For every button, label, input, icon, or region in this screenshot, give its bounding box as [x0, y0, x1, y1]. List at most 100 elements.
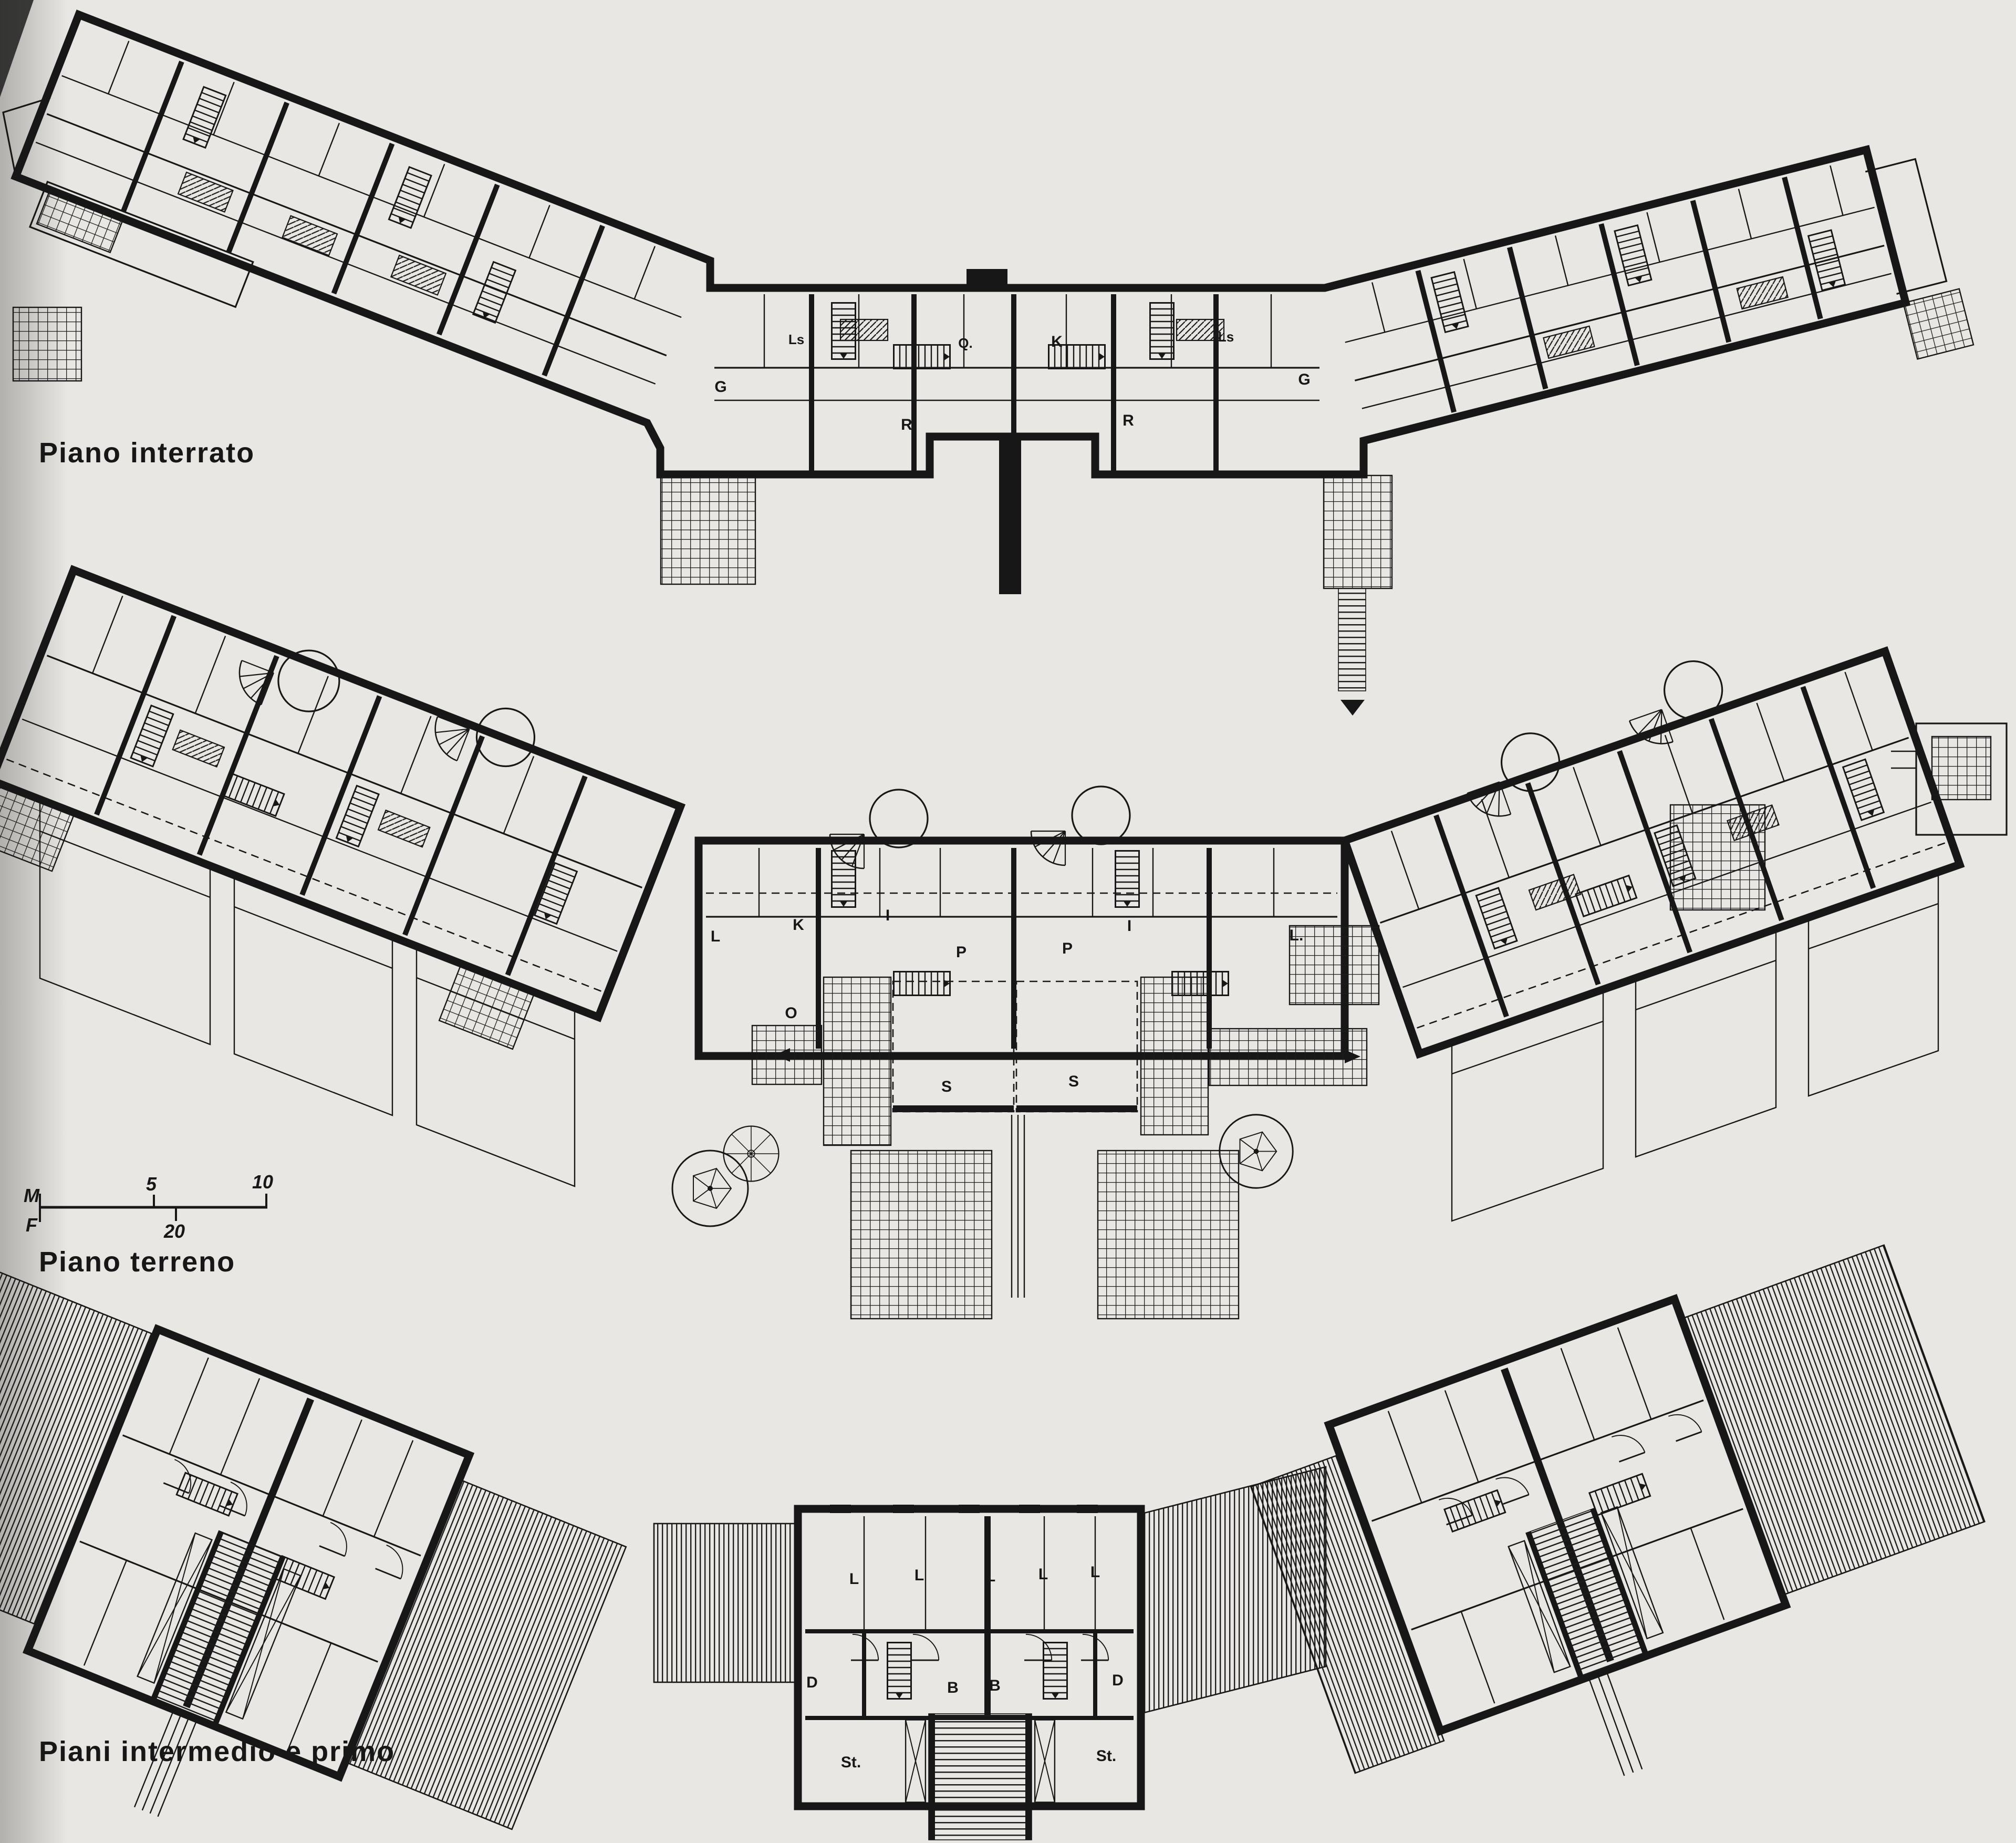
closet-hatch: [377, 809, 431, 848]
room-label: S: [1068, 1073, 1079, 1090]
entry-tree: [1664, 660, 1723, 720]
room-band-wall: [46, 655, 642, 888]
upper-left-block: [0, 1261, 627, 1830]
room-label: L: [711, 928, 720, 945]
entry-tree: [1071, 785, 1131, 845]
terrace-annex: [28, 181, 254, 308]
room-walls: [758, 848, 1275, 917]
paved-path: [823, 976, 892, 1146]
closet-hatch: [177, 171, 234, 213]
court-rail: [1025, 1714, 1032, 1840]
room-band-wall-2: [22, 718, 618, 952]
scale-unit-meters: M: [24, 1185, 40, 1206]
court-rail: [212, 1555, 285, 1727]
court-rail: [1526, 1531, 1585, 1681]
garden-stair: [1338, 588, 1366, 691]
ground-right-gardens: [1288, 722, 2008, 1222]
window-sill: [893, 1505, 914, 1513]
plan-caption: Piano terreno: [39, 1246, 235, 1278]
room-label: L: [1090, 1564, 1100, 1581]
room-label: O: [785, 1005, 797, 1022]
entry-pier: [999, 437, 1021, 594]
room-label: St.: [1096, 1747, 1116, 1765]
garden-plot: [1451, 989, 1604, 1222]
entry-walk: [1011, 1115, 1025, 1298]
room-label: Q.: [958, 335, 972, 351]
scale-tick-label: 10: [252, 1171, 273, 1193]
closet-hatch: [390, 254, 447, 296]
room-label: P: [1062, 940, 1073, 957]
glass-wall-dashed: [6, 759, 602, 992]
closet-hatch: [1528, 874, 1582, 911]
room-label: L: [849, 1570, 859, 1588]
unit-divider-walls: [121, 60, 605, 377]
page-corner-shadow: [0, 0, 34, 97]
corridor-wall: [46, 113, 667, 357]
west-tip-wall: [2, 97, 51, 177]
corridor-wall-2: [35, 141, 656, 385]
room-label: B: [989, 1677, 1001, 1694]
closet-hatch: [282, 215, 338, 256]
paved-path: [1208, 1028, 1368, 1086]
court-stair-band: [1525, 1507, 1649, 1681]
paved-path: [1288, 925, 1380, 1006]
back-room-walls: [1345, 165, 1875, 343]
tree-icon: [723, 1125, 780, 1182]
upper-right-block: [1250, 1244, 1986, 1776]
garden-plot-line: [1451, 1020, 1604, 1075]
court-rail: [1590, 1508, 1649, 1657]
ground-left-gardens: [39, 799, 576, 1187]
window-sill: [1077, 1505, 1098, 1513]
window-sill: [959, 1505, 980, 1513]
room-label: I: [886, 907, 890, 924]
terrace-paving: [660, 475, 756, 585]
vent-shaft: [967, 269, 1007, 289]
room-walls: [83, 1357, 414, 1748]
patio-room: [1015, 980, 1138, 1113]
room-label: L: [1038, 1566, 1048, 1583]
court-rail: [929, 1714, 935, 1840]
plan-intermedio: L L L L L D B B D St. St.: [0, 1244, 1986, 1840]
entry-tree: [277, 649, 340, 712]
path-railing: [1587, 1670, 1643, 1776]
plan-interrato: G Ls Q. K Ls G R R Piano interrato: [2, 9, 1975, 716]
closet-hatch: [172, 729, 225, 768]
entry-tree: [869, 789, 929, 848]
corridor-wall-2: [1362, 273, 1892, 409]
garden-plot: [39, 799, 211, 1045]
ground-left-wing: [0, 565, 686, 1050]
room-label: S: [941, 1078, 952, 1095]
room-band-wall: [1379, 737, 1909, 924]
path-railing: [133, 1709, 198, 1817]
garden-plot: [1635, 928, 1777, 1158]
back-room-walls: [1390, 671, 1873, 910]
garden-plot-line: [234, 906, 393, 969]
paved-court: [850, 1150, 993, 1320]
basement-right-wing: [1345, 158, 1975, 413]
court-rail: [150, 1530, 224, 1703]
room-label: D: [806, 1674, 818, 1691]
room-label: K: [793, 916, 804, 934]
room-label: L: [986, 1568, 995, 1585]
garden-plot-line: [1635, 959, 1776, 1011]
garden-plot-line: [1808, 903, 1939, 950]
room-walls: [1387, 1327, 1725, 1704]
basement-outer-walls: [11, 9, 1911, 479]
garden-plot: [233, 874, 393, 1116]
garden-plot: [415, 945, 576, 1187]
entry-tree: [475, 707, 536, 768]
back-room-walls: [91, 595, 535, 834]
window-sill: [1019, 1505, 1040, 1513]
room-band-wall-2: [1402, 801, 1931, 988]
garden-plot-line: [39, 830, 211, 898]
east-terrace: [1915, 722, 2008, 836]
garden-plot: [1807, 871, 1939, 1097]
room-label: P: [956, 944, 967, 961]
terrace-paving: [438, 965, 535, 1050]
basement-left-wing: [28, 40, 682, 385]
room-label: R: [901, 416, 912, 433]
closet-hatch: [1543, 325, 1595, 359]
closet-hatch: [1176, 318, 1225, 341]
east-terrace-paving: [1931, 736, 1992, 801]
